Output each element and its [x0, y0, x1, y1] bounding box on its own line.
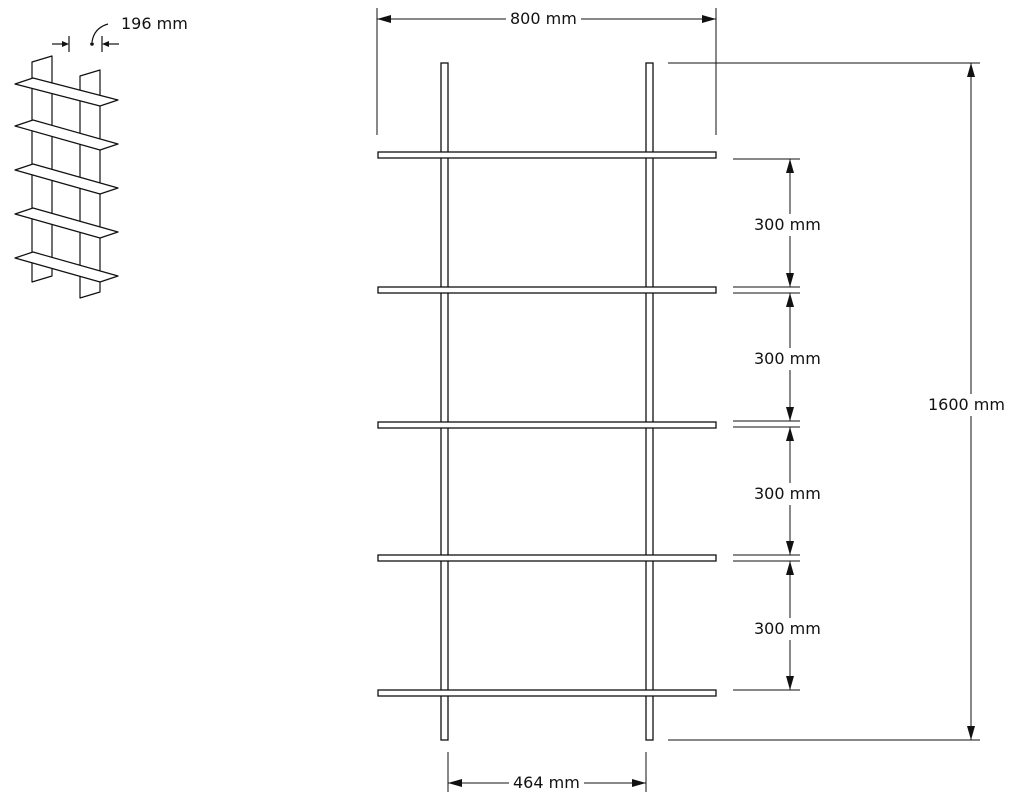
spacing-label-2: 300 mm — [752, 348, 823, 370]
isometric-view — [14, 23, 119, 299]
width-dimension-label: 800 mm — [506, 10, 581, 28]
spacing-label-1: 300 mm — [752, 214, 823, 236]
spacing-dimensions — [733, 158, 800, 691]
height-dimension-label: 1600 mm — [928, 394, 1005, 416]
upright-spacing-label: 464 mm — [509, 774, 584, 792]
spacing-label-4: 300 mm — [752, 618, 823, 640]
shelf-4 — [377, 554, 717, 562]
right-upright — [645, 62, 654, 741]
front-view — [377, 62, 717, 741]
shelf-2 — [377, 286, 717, 294]
shelf-1 — [377, 151, 717, 159]
left-upright — [440, 62, 449, 741]
spacing-label-3: 300 mm — [752, 483, 823, 505]
depth-dimension-label: 196 mm — [121, 14, 188, 33]
shelf-5 — [377, 689, 717, 697]
shelf-3 — [377, 421, 717, 429]
